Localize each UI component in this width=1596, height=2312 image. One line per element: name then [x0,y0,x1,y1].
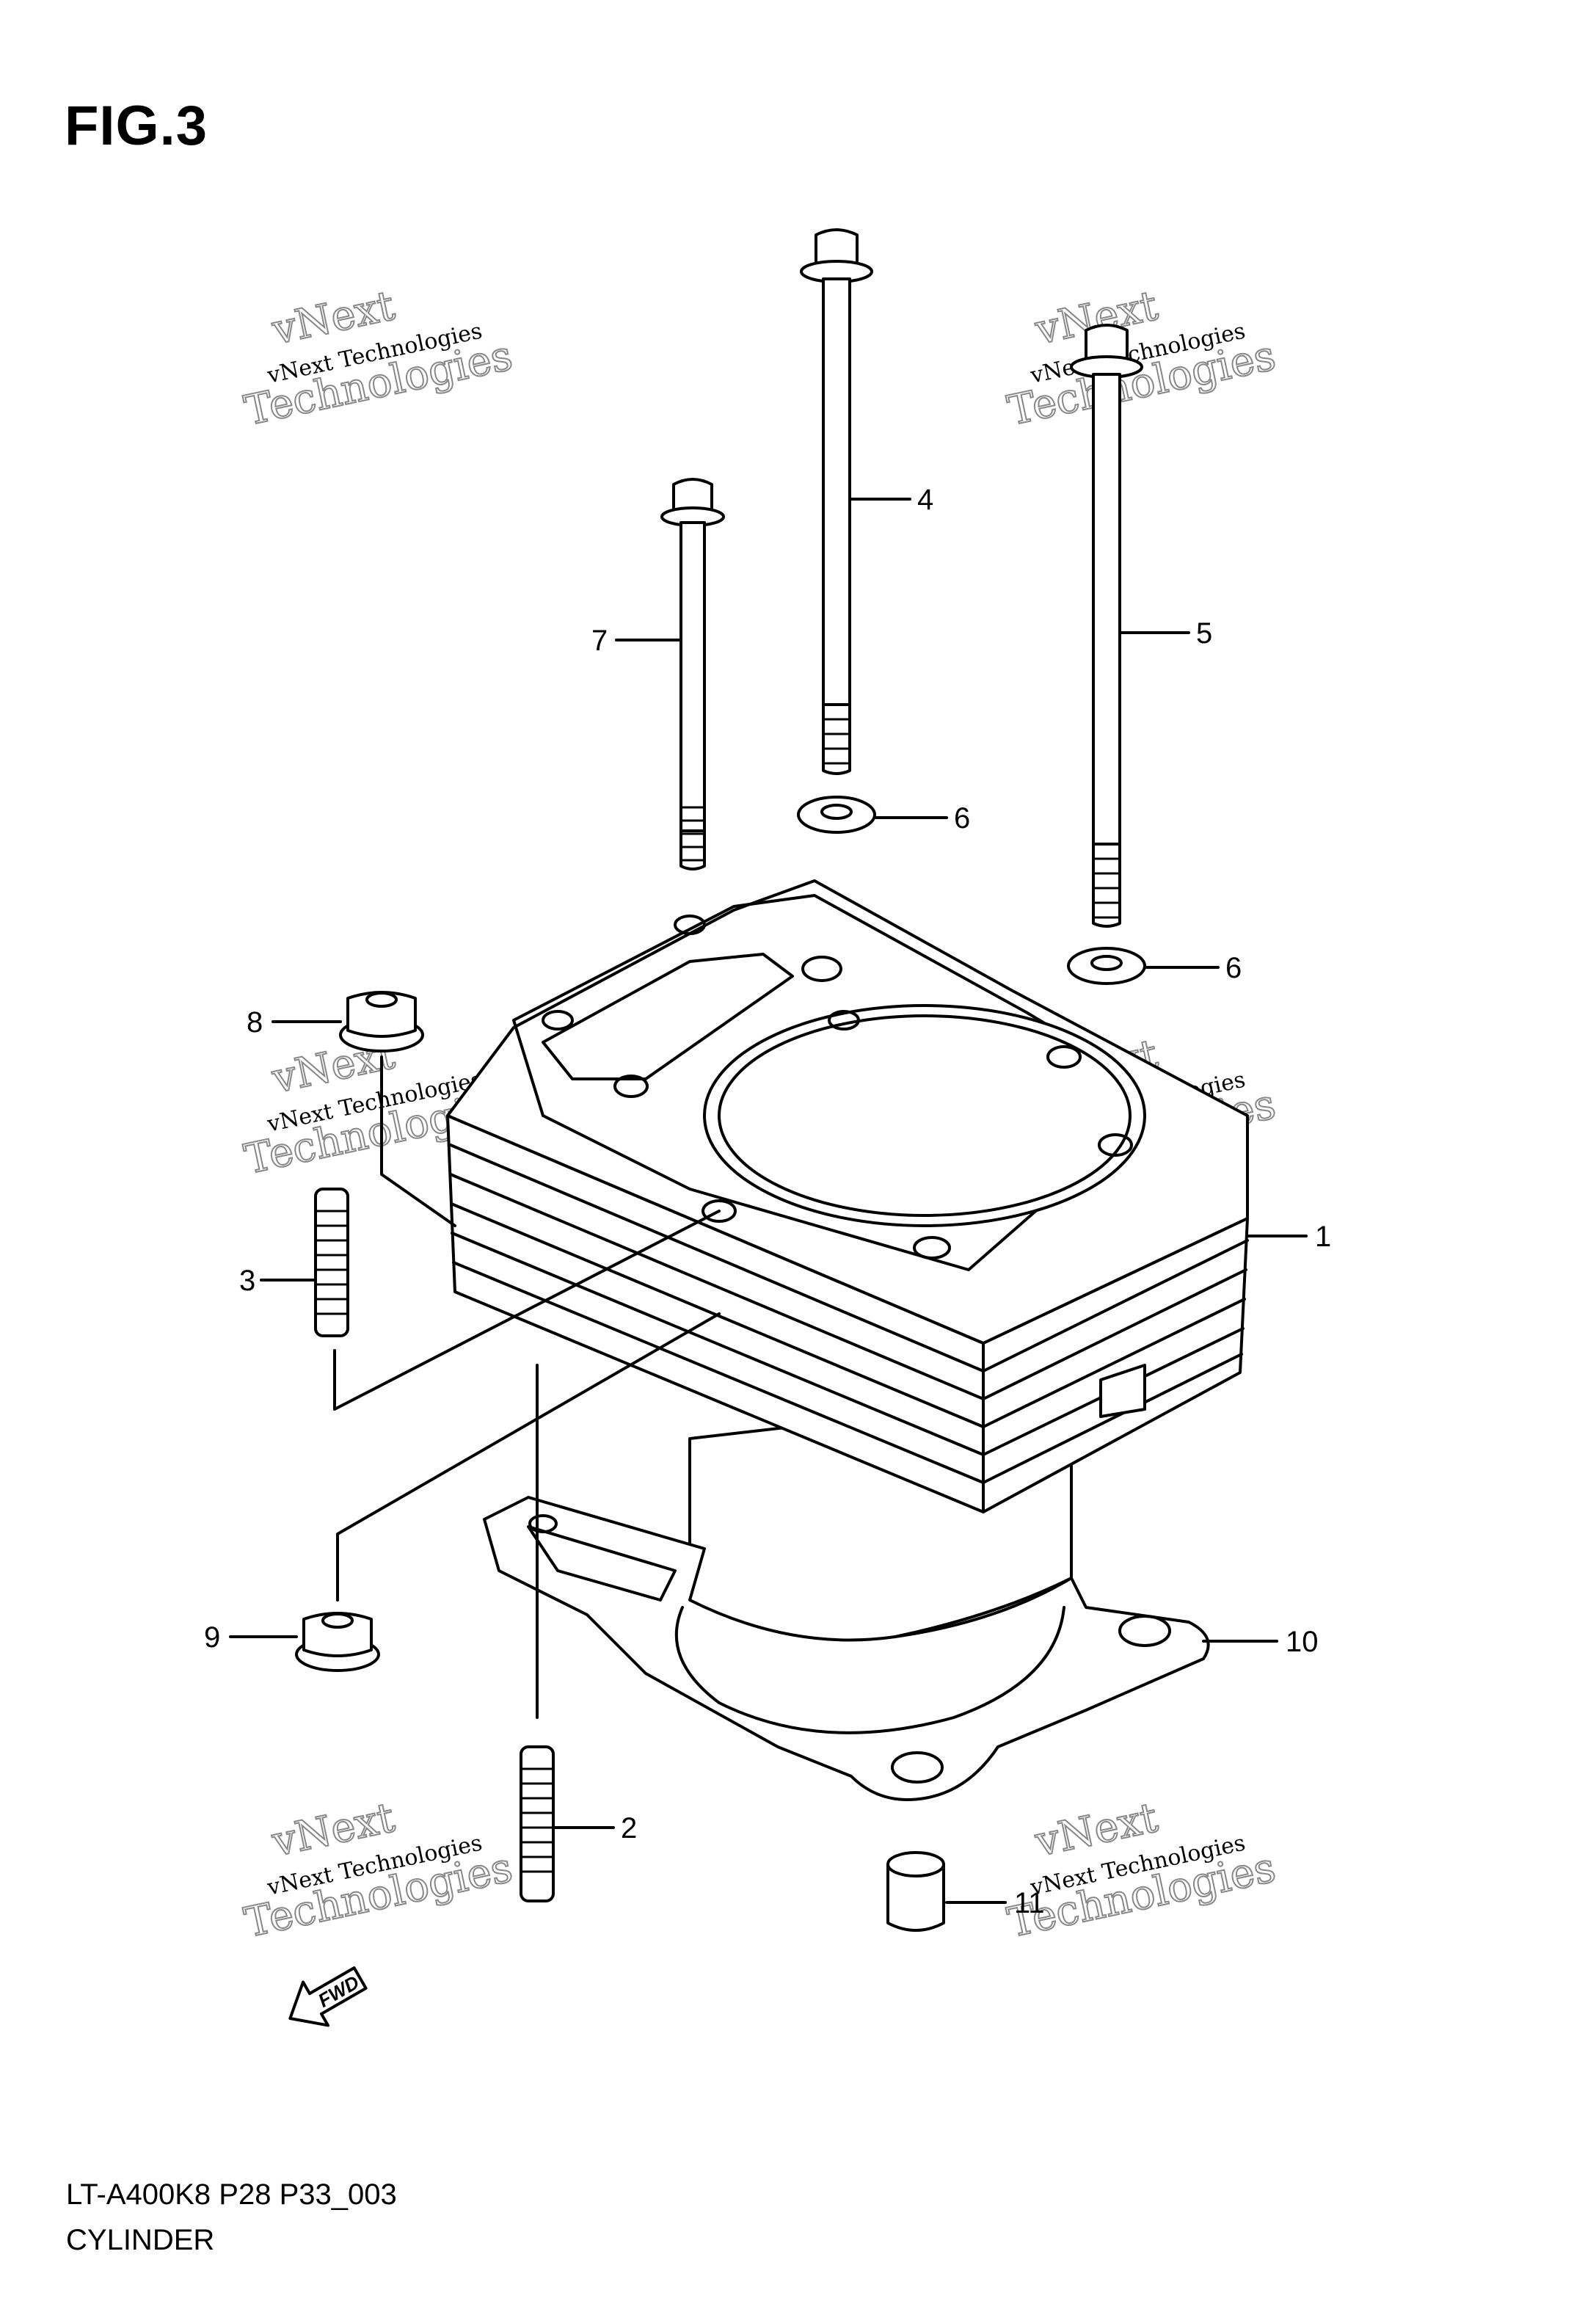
cylinder-block-1 [446,879,1249,1645]
bolt-4 [800,228,873,775]
callout-7: 7 [591,625,608,657]
diagram-name: CYLINDER [66,2224,215,2256]
nut-9-assembly-line [336,1312,721,1602]
callout-6-lower: 6 [1225,952,1242,984]
base-gasket-10 [483,1496,1210,1801]
stud-3 [314,1188,349,1337]
callout-8: 8 [247,1006,263,1039]
callout-2: 2 [621,1812,637,1844]
dowel-pin-11 [886,1851,945,1932]
washer-6-lower [1067,947,1146,985]
callout-10: 10 [1286,1626,1319,1658]
callout-5: 5 [1196,617,1212,650]
watermark-top-left: vNext vNext Technologies Technologies [240,281,517,436]
stud-2 [520,1745,555,1902]
nut-8 [339,991,424,1053]
watermark-bottom-left: vNext vNext Technologies Technologies [240,1793,517,1948]
nut-9 [295,1612,380,1672]
fwd-arrow-icon: FWD [288,1966,368,2027]
callout-1: 1 [1315,1221,1331,1253]
washer-6-upper [797,796,876,834]
bolt-7 [660,478,725,870]
watermark-bottom-right: vNext vNext Technologies Technologies [1003,1793,1280,1948]
figure-title: FIG.3 [65,95,208,157]
watermark-top-right: vNext vNext Technologies Technologies [1003,281,1280,436]
bolt-5 [1070,324,1143,928]
nut-8-assembly-line [380,1055,456,1227]
callout-4: 4 [917,484,933,516]
callout-9: 9 [204,1621,220,1654]
diagram-code: LT-A400K8 P28 P33_003 [66,2178,397,2211]
callout-3: 3 [239,1265,255,1297]
callout-11: 11 [1014,1887,1045,1919]
callout-6-upper: 6 [954,802,970,835]
stud-3-assembly-line [333,1210,721,1411]
